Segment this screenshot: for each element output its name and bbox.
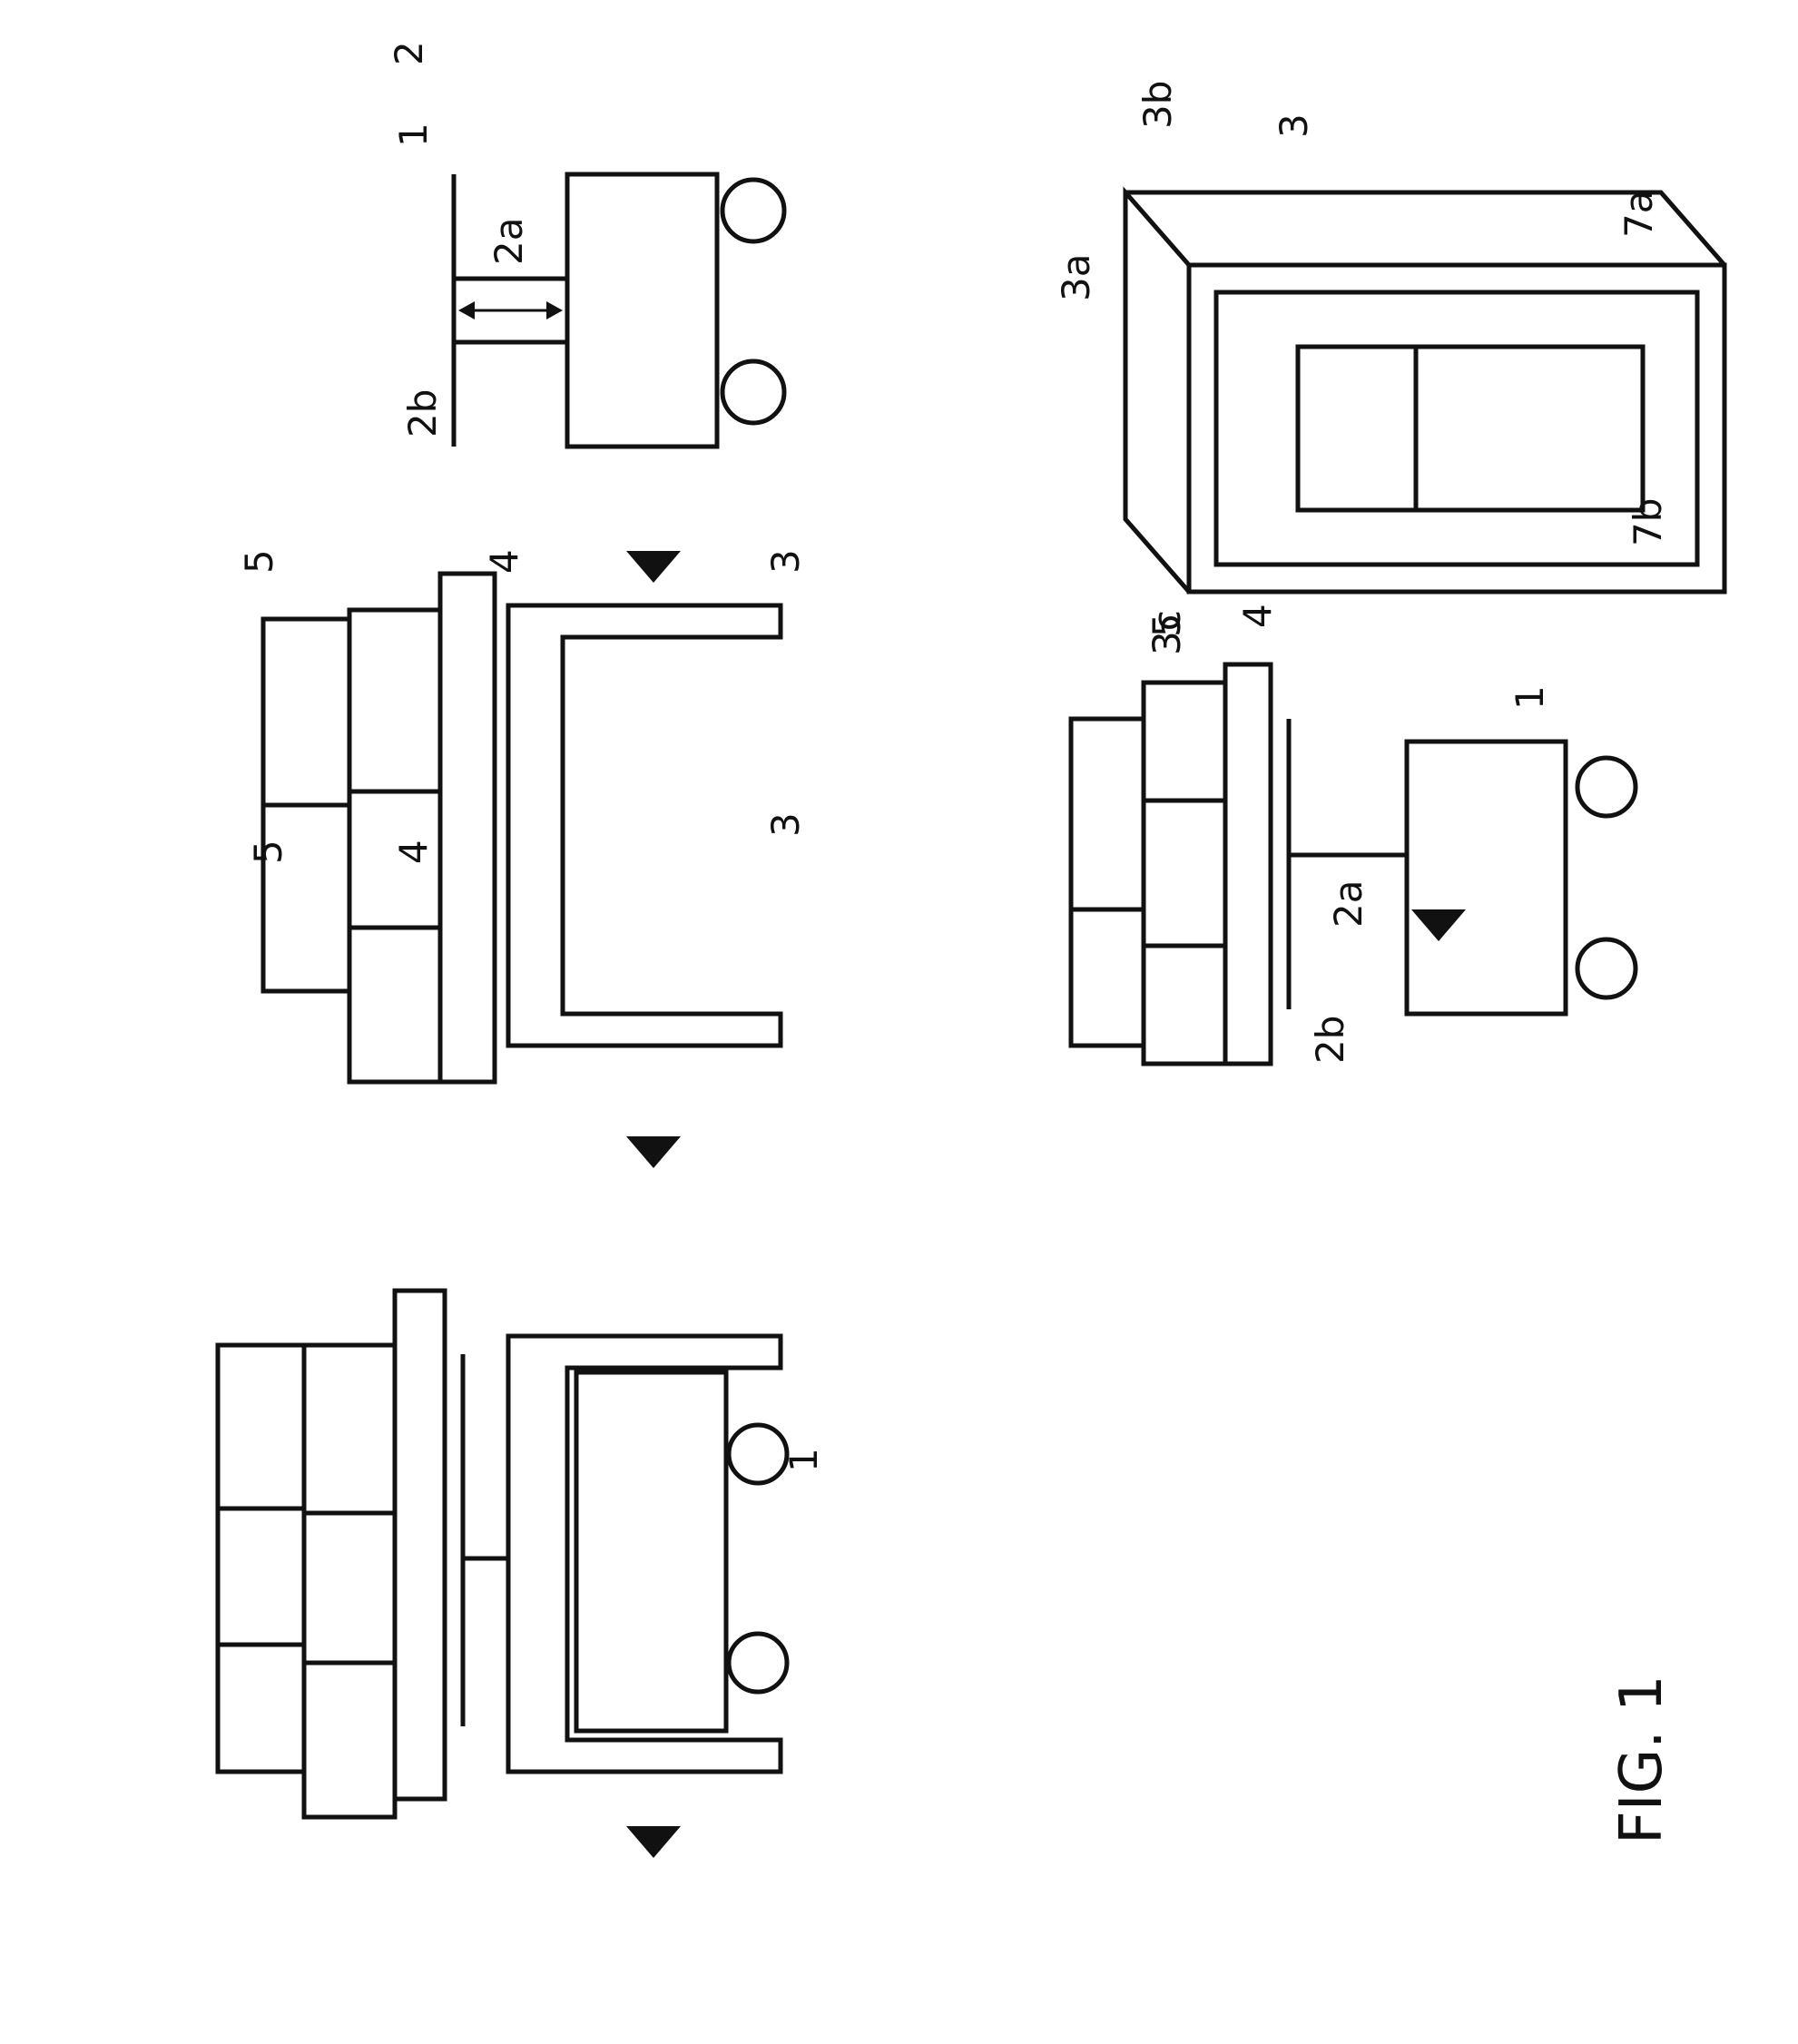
label-frame-stage4: 3: [1272, 113, 1316, 138]
vehicle-body: [576, 1372, 726, 1731]
vehicle-body: [1407, 742, 1566, 1014]
vehicle-wheel: [729, 1634, 787, 1692]
vehicle-wheel: [729, 1425, 787, 1483]
frame-section: [508, 1336, 781, 1772]
pallet: [1225, 664, 1271, 1064]
load-row-top: [1071, 719, 1144, 1046]
figure-caption: FIG. 1: [1608, 1675, 1675, 1844]
pallet: [440, 574, 495, 1082]
stage-vehicle-with-lift: 1 2a 2b 2: [387, 41, 784, 447]
flow-arrow-4-head: [1411, 909, 1466, 941]
label-pallet-stage3: 4: [391, 840, 436, 864]
vehicle-wheel: [722, 361, 784, 423]
vehicle-body: [567, 174, 717, 447]
label-lift-column-stage5: 2a: [1326, 880, 1371, 928]
label-frame-top: 3a: [1054, 254, 1098, 301]
label-lift-plate-stage5: 2b: [1308, 1016, 1352, 1064]
vehicle-wheel: [1577, 758, 1636, 816]
stage-vehicle-in-frame: 5 4 3 1: [218, 812, 826, 1817]
label-opening-b: 7b: [1626, 498, 1670, 546]
frame-top-edge: [1125, 192, 1189, 592]
vehicle-wheel: [722, 180, 784, 241]
stage-vehicle-lifting: 5 4 2a 2b 1: [1071, 604, 1636, 1064]
flow-arrow-1-head: [626, 551, 681, 583]
label-load-stage3: 5: [246, 840, 290, 864]
label-lift: 2: [387, 41, 431, 65]
label-pallet-stage2: 4: [482, 549, 526, 574]
label-lift-column: 2a: [486, 218, 531, 265]
lift-arrow-head-down: [546, 301, 563, 319]
load-row-top: [218, 1345, 304, 1772]
label-opening-a: 7a: [1616, 191, 1661, 238]
lift-arrow-head-up: [458, 301, 475, 319]
label-frame-corner: 3b: [1135, 81, 1180, 129]
label-frame-stage3: 3: [763, 812, 808, 837]
rotated-drawing: 1 2a 2b 2 4 5 3: [218, 41, 1724, 1858]
frame-opening-a: [1298, 347, 1643, 510]
stage-load-and-frame: 4 5 3: [237, 549, 808, 1082]
stage-frame-isometric: 3b 3 3a 3c 7a 7b: [1054, 81, 1724, 655]
label-load-stage5: 5: [1145, 613, 1189, 637]
label-load-stage2: 5: [237, 549, 281, 574]
label-pallet-stage5: 4: [1235, 604, 1280, 628]
flow-arrow-3-head: [626, 1826, 681, 1858]
label-frame-stage2: 3: [763, 549, 808, 574]
flow-arrow-2-head: [626, 1136, 681, 1168]
load-row-bottom: [304, 1345, 395, 1817]
load-row-bottom: [1144, 683, 1225, 1064]
frame-section: [508, 605, 781, 1046]
label-lift-plate: 2b: [400, 389, 445, 437]
label-vehicle-stage3: 1: [781, 1448, 826, 1472]
label-vehicle-stage5: 1: [1508, 685, 1552, 710]
pallet: [395, 1291, 445, 1799]
label-vehicle-stage1: 1: [391, 123, 436, 147]
vehicle-wheel: [1577, 939, 1636, 997]
